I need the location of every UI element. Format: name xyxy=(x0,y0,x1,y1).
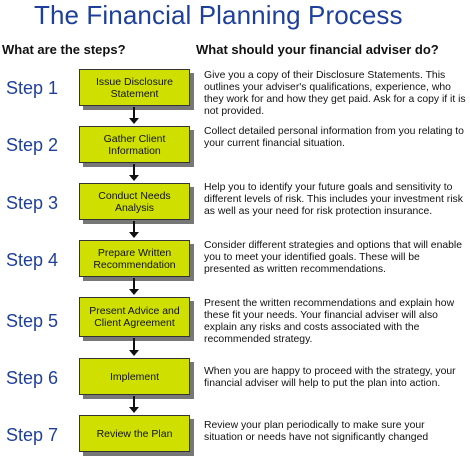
connector-arrow-2 xyxy=(133,164,135,176)
step-3-box: Conduct Needs Analysis xyxy=(79,183,190,220)
connector-arrow-4 xyxy=(133,278,135,290)
step-2-description: Collect detailed personal information fr… xyxy=(204,126,464,149)
step-7-box: Review the Plan xyxy=(79,415,190,452)
step-7-description: Review your plan periodically to make su… xyxy=(204,420,429,443)
step-4-description: Consider different strategies and option… xyxy=(204,240,463,275)
page-title: The Financial Planning Process xyxy=(34,0,403,30)
step-2-label: Step 2 xyxy=(6,135,59,155)
arrow-head-2 xyxy=(129,175,139,181)
arrow-head-1 xyxy=(129,118,139,124)
step-5-description: Present the written recommendations and … xyxy=(204,298,455,345)
connector-arrow-3 xyxy=(133,221,135,233)
adviser-column-header: What should your financial adviser do? xyxy=(196,42,439,57)
connector-arrow-5 xyxy=(133,338,135,351)
step-4-label: Step 4 xyxy=(6,250,59,270)
arrow-head-3 xyxy=(129,232,139,238)
step-1-label: Step 1 xyxy=(6,78,59,98)
arrow-head-6 xyxy=(129,407,139,413)
connector-arrow-6 xyxy=(133,396,135,408)
step-1-description: Give you a copy of their Disclosure Stat… xyxy=(204,70,466,117)
step-2-box: Gather Client Information xyxy=(79,126,190,163)
step-3-label: Step 3 xyxy=(6,193,59,213)
step-7-label: Step 7 xyxy=(6,425,59,445)
step-1-box: Issue Disclosure Statement xyxy=(79,69,190,106)
arrow-head-5 xyxy=(129,350,139,356)
step-4-box: Prepare Written Recommendation xyxy=(79,240,190,277)
step-3-description: Help you to identify your future goals a… xyxy=(204,182,463,217)
step-6-description: When you are happy to proceed with the s… xyxy=(204,366,456,389)
steps-column-header: What are the steps? xyxy=(2,42,126,57)
connector-arrow-1 xyxy=(133,107,135,120)
step-5-box: Present Advice and Client Agreement xyxy=(79,297,190,337)
step-6-label: Step 6 xyxy=(6,368,59,388)
step-6-box: Implement xyxy=(79,358,190,395)
step-5-label: Step 5 xyxy=(6,311,59,331)
arrow-head-4 xyxy=(129,289,139,295)
